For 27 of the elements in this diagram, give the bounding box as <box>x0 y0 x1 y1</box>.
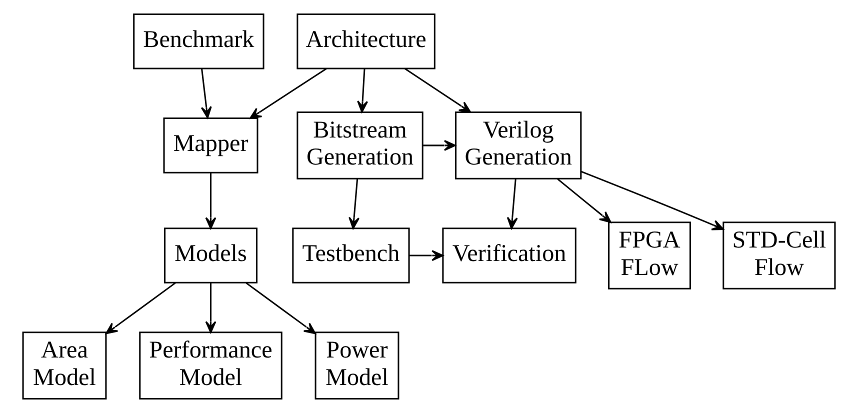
arrow <box>204 172 216 230</box>
arrow <box>422 140 456 151</box>
node-box: Architecture <box>296 14 435 70</box>
node-box: Models <box>164 228 257 284</box>
node-box: Power Model <box>314 332 399 400</box>
arrow <box>404 68 471 113</box>
arrow <box>245 282 316 334</box>
arrow <box>249 68 326 119</box>
node-box: Performance Model <box>138 332 282 400</box>
arrow <box>200 68 212 118</box>
node-box: Mapper <box>162 118 258 174</box>
node-box: Verilog Generation <box>454 112 582 180</box>
arrow <box>356 68 368 113</box>
arrow <box>556 178 611 224</box>
node-box: Verification <box>442 228 576 284</box>
arrow <box>204 282 216 334</box>
node-box: Benchmark <box>132 14 264 70</box>
arrow <box>580 170 724 230</box>
arrow <box>506 179 518 230</box>
node-box: Bitstream Generation <box>296 112 423 180</box>
node-box: FPGA FLow <box>608 222 690 290</box>
node-box: STD-Cell Flow <box>722 222 836 290</box>
node-box: Area Model <box>22 332 106 400</box>
arrow <box>348 179 360 230</box>
arrow <box>105 282 176 334</box>
arrow <box>408 250 444 261</box>
node-box: Testbench <box>292 228 410 284</box>
